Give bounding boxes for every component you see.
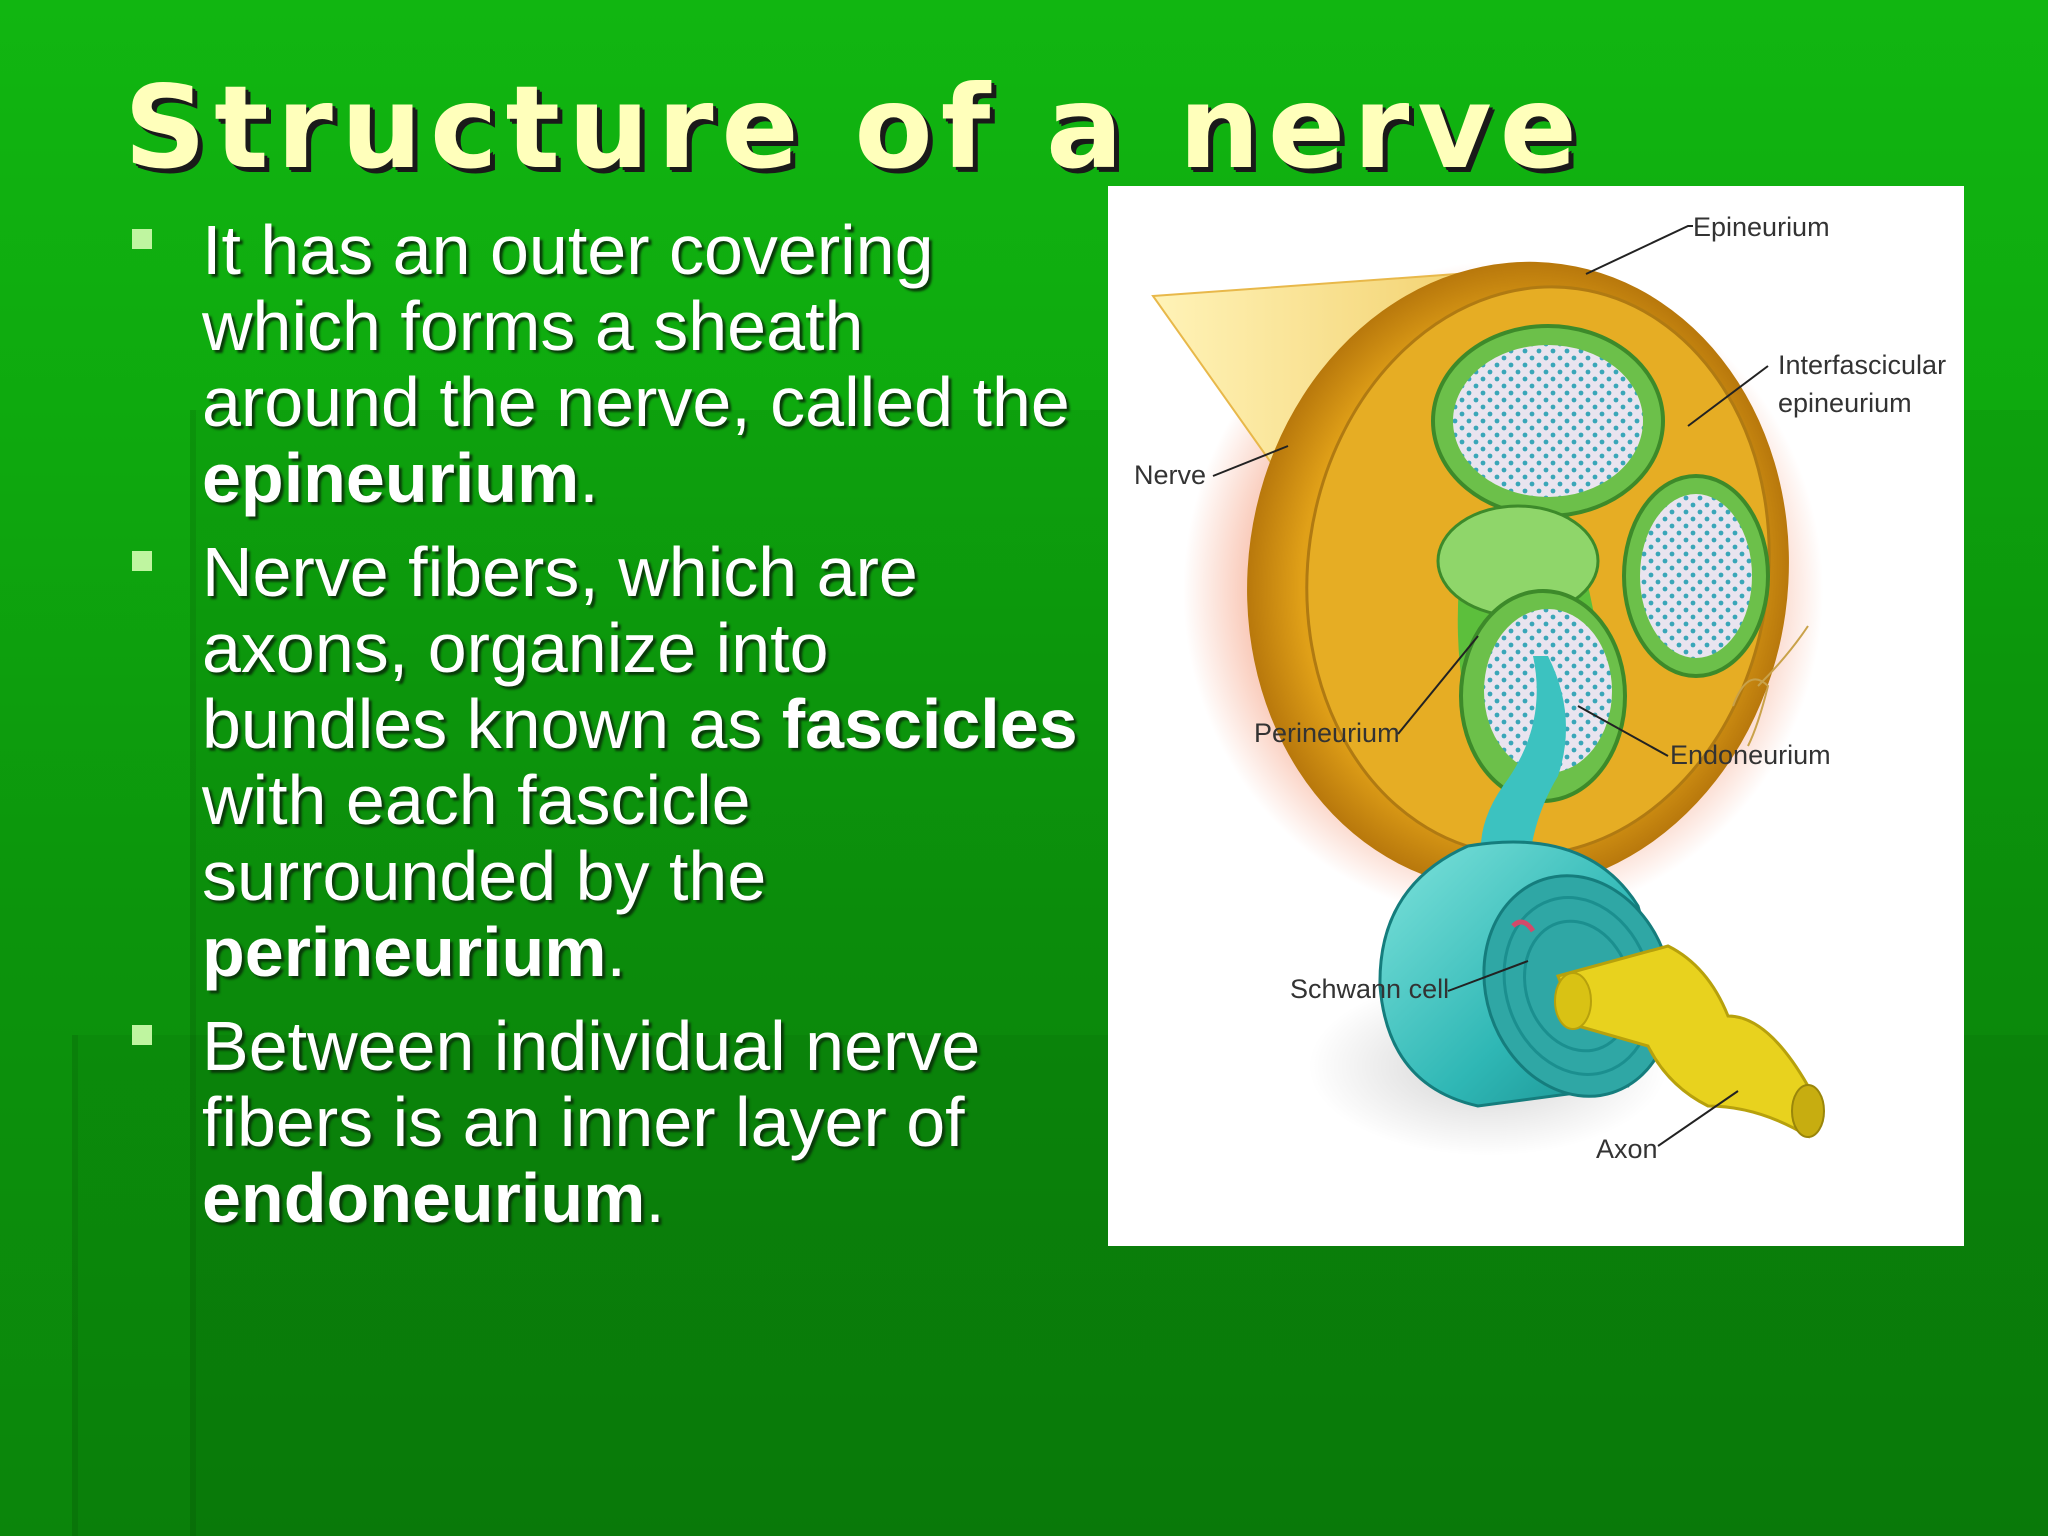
label-axon: Axon (1596, 1134, 1658, 1164)
square-bullet-icon (132, 551, 152, 571)
square-bullet-icon (132, 1025, 152, 1045)
bullet-epineurium: It has an outer covering which forms a s… (128, 212, 1088, 516)
background-line-lower (72, 1035, 78, 1536)
background-line (190, 410, 196, 1536)
label-interfascicular: Interfascicular (1778, 350, 1946, 380)
bullet-bold-term: fascicles (781, 685, 1078, 763)
label-epineurium: Epineurium (1693, 212, 1830, 242)
bullet-list: It has an outer covering which forms a s… (128, 212, 1088, 1254)
bullet-text: Nerve fibers, which are axons, organize … (202, 533, 918, 763)
bullet-punctuation: . (579, 439, 599, 517)
square-bullet-icon (132, 229, 152, 249)
bullet-fascicles: Nerve fibers, which are axons, organize … (128, 534, 1088, 990)
label-schwann-cell: Schwann cell (1290, 974, 1449, 1004)
bullet-punctuation: . (645, 1159, 665, 1237)
bullet-bold-term: perineurium (202, 913, 607, 991)
label-perineurium: Perineurium (1254, 718, 1400, 748)
label-endoneurium: Endoneurium (1670, 740, 1831, 770)
bullet-text: Between individual nerve fibers is an in… (202, 1007, 981, 1161)
bullet-text: with each fascicle surrounded by the (202, 761, 767, 915)
bullet-bold-term: epineurium (202, 439, 580, 517)
label-nerve: Nerve (1134, 460, 1206, 490)
bullet-text: It has an outer covering which forms a s… (202, 211, 1070, 441)
label-interfascicular-epineurium: epineurium (1778, 388, 1912, 418)
slide-title: Structure of a nerve (124, 61, 1585, 194)
nerve-diagram-illustration: Epineurium Interfascicular epineurium Ne… (1134, 212, 1946, 1164)
bullet-punctuation: . (606, 913, 626, 991)
bullet-bold-term: endoneurium (202, 1159, 646, 1237)
nerve-diagram: Epineurium Interfascicular epineurium Ne… (1108, 186, 1964, 1246)
bullet-endoneurium: Between individual nerve fibers is an in… (128, 1008, 1088, 1236)
